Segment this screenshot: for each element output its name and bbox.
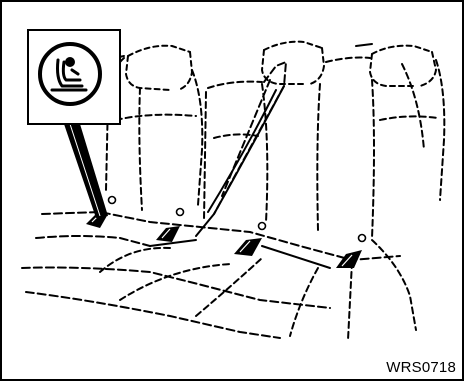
- anchor-marker-center-right: [234, 238, 262, 256]
- anchor-marker-center-left: [156, 226, 180, 242]
- headrest-gap: [356, 44, 372, 46]
- figure-code-label: WRS0718: [386, 360, 456, 375]
- center-seatback: [204, 82, 267, 222]
- seat-cushion: [22, 212, 416, 340]
- anchor-rings: [109, 197, 366, 242]
- anchor-hatching: [92, 214, 352, 266]
- callout-pointer: [64, 124, 108, 218]
- child-seat-anchor-icon: [28, 30, 120, 124]
- center-headrest: [262, 42, 324, 84]
- left-headrest: [126, 46, 192, 90]
